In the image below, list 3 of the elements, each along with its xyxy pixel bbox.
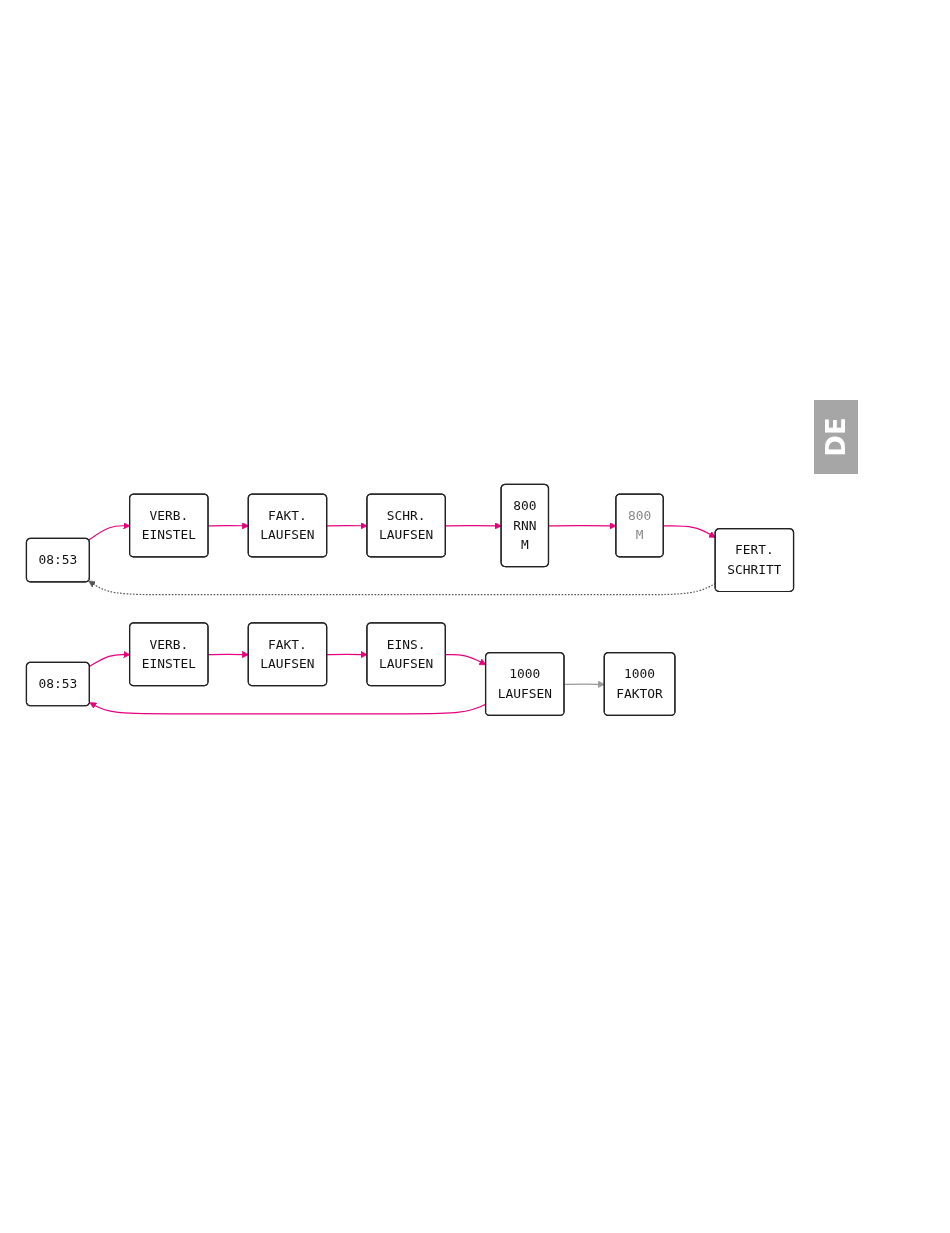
arrow xyxy=(445,522,502,530)
arrow xyxy=(663,525,716,538)
language-tab: DE xyxy=(814,400,858,474)
